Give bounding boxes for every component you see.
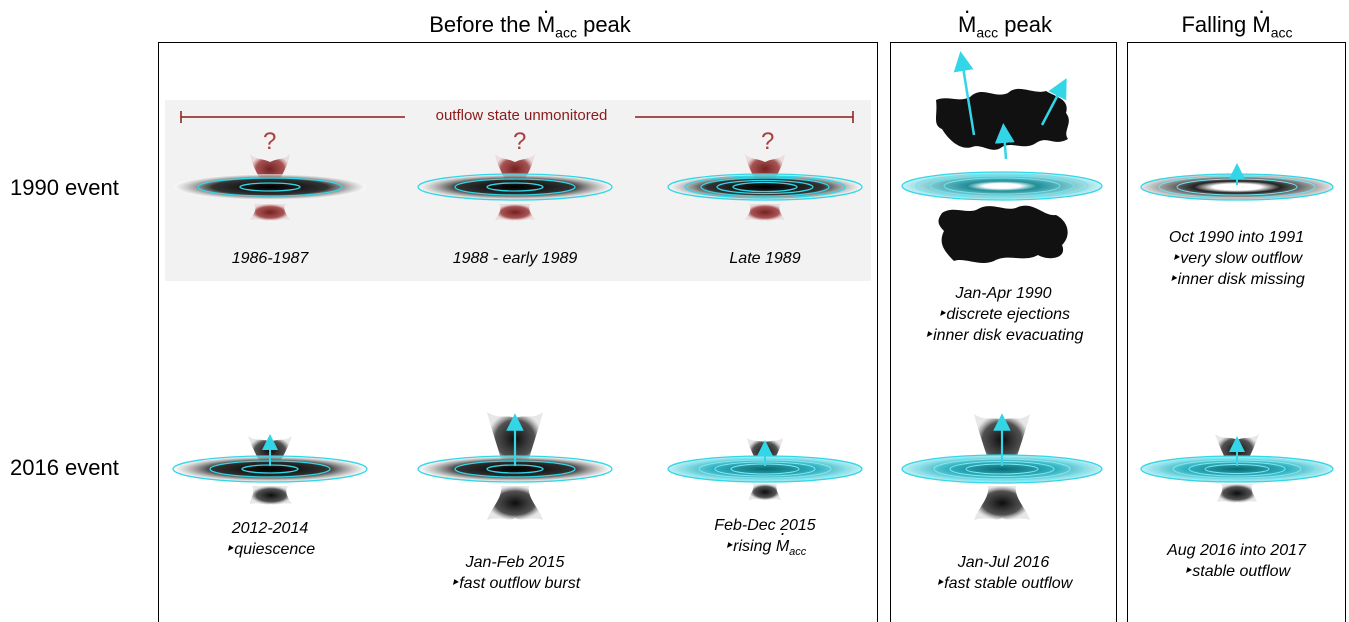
caption-aug-2016-2017: Aug 2016 into 2017 ‣stable outflow (1127, 540, 1346, 582)
row-label-1990: 1990 event (10, 175, 119, 200)
panel-macc-peak (890, 42, 1117, 622)
caption-jan-jul-2016: Jan-Jul 2016 ‣fast stable outflow (890, 552, 1117, 594)
unmonitored-bracket (180, 111, 854, 123)
caption-feb-dec-2015: Feb-Dec 2015 ‣rising Macc (665, 515, 865, 563)
caption-rising-macc: ‣rising Macc (665, 536, 865, 563)
header-falling-macc: Falling Macc (1127, 12, 1347, 40)
disk-jan-jul-2016 (901, 413, 1103, 520)
panel-falling-macc (1127, 42, 1346, 622)
question-mark-1: ? (263, 128, 277, 155)
disk-jan-apr-1990 (901, 51, 1103, 263)
caption-aug-2016-date: Aug 2016 into 2017 (1167, 542, 1306, 559)
caption-jan-apr-1990: Jan-Apr 1990 ‣discrete ejections ‣inner … (890, 283, 1117, 346)
disk-late-1989 (667, 154, 863, 221)
caption-discrete-ejections: ‣discrete ejections (936, 306, 1071, 323)
header-macc-peak: Macc peak (890, 12, 1120, 40)
disk-aug-2016-2017 (1140, 434, 1334, 503)
caption-1986-1987: 1986-1987 (231, 250, 309, 267)
caption-late-1989: Late 1989 (729, 250, 801, 267)
question-mark-2: ? (513, 128, 527, 155)
disk-1986-1987 (174, 154, 366, 221)
disk-1988-1989 (417, 154, 613, 221)
disk-oct-1990-1991 (1140, 163, 1334, 201)
caption-jan-jul-2016-date: Jan-Jul 2016 (957, 554, 1050, 571)
disk-2012-2014 (172, 434, 368, 505)
caption-2012-2014-date: 2012-2014 (231, 520, 309, 537)
panel-before-peak (158, 42, 878, 622)
disk-jan-feb-2015 (417, 412, 613, 520)
caption-jan-apr-1990-date: Jan-Apr 1990 (955, 285, 1052, 302)
caption-2012-2014: 2012-2014 ‣quiescence (170, 518, 370, 560)
disk-feb-dec-2015 (667, 438, 863, 500)
caption-stable-outflow: ‣stable outflow (1182, 563, 1291, 580)
caption-jan-feb-2015-date: Jan-Feb 2015 (465, 554, 565, 571)
unmonitored-label: outflow state unmonitored (435, 107, 608, 124)
caption-fast-outflow-burst: ‣fast outflow burst (449, 575, 581, 592)
question-mark-3: ? (761, 128, 775, 155)
caption-inner-disk-missing: ‣inner disk missing (1168, 271, 1305, 288)
caption-quiescence: ‣quiescence (224, 541, 316, 558)
header-before-peak: Before the Macc peak (330, 12, 730, 40)
caption-1988-1989: 1988 - early 1989 (452, 250, 578, 267)
caption-jan-feb-2015: Jan-Feb 2015 ‣fast outflow burst (415, 552, 615, 594)
caption-oct-1990-1991: Oct 1990 into 1991 ‣very slow outflow ‣i… (1127, 227, 1346, 290)
caption-very-slow-outflow: ‣very slow outflow (1170, 250, 1303, 267)
caption-feb-dec-2015-date: Feb-Dec 2015 (714, 517, 816, 534)
caption-oct-1990-date: Oct 1990 into 1991 (1168, 229, 1305, 246)
caption-fast-stable-outflow: ‣fast stable outflow (934, 575, 1073, 592)
row-label-2016: 2016 event (10, 455, 119, 480)
caption-inner-disk-evacuating: ‣inner disk evacuating (923, 327, 1084, 344)
